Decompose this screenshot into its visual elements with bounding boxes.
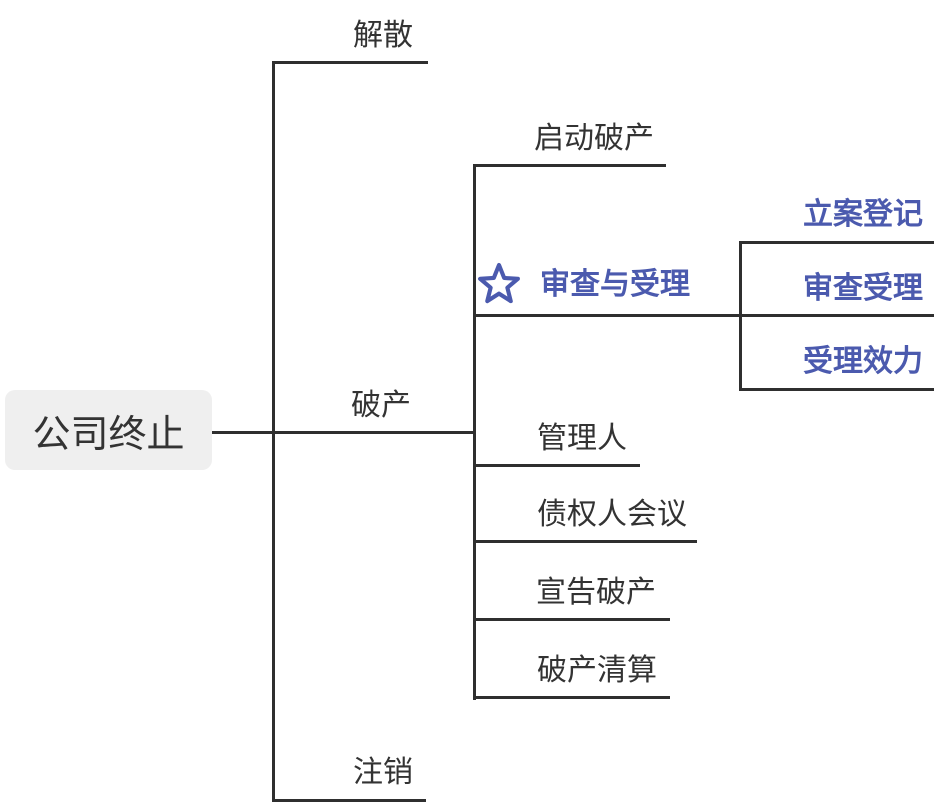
- node-company-termination[interactable]: 公司终止: [5, 390, 212, 470]
- underline-review-and-acceptance: [473, 314, 934, 317]
- node-cancellation[interactable]: 注销: [353, 756, 413, 789]
- underline-acceptance-effect: [739, 388, 934, 391]
- node-declare-bankruptcy[interactable]: 宣告破产: [536, 576, 656, 609]
- node-review-and-acceptance[interactable]: 审查与受理: [476, 262, 690, 308]
- underline-bankruptcy: [272, 431, 476, 434]
- node-dissolution[interactable]: 解散: [353, 19, 413, 52]
- underline-declare-bankruptcy: [473, 618, 670, 621]
- node-administrator[interactable]: 管理人: [537, 422, 627, 455]
- underline-dissolution: [272, 61, 428, 64]
- underline-administrator: [473, 464, 640, 467]
- underline-bankruptcy-liquidation: [473, 696, 670, 699]
- underline-cancellation: [272, 799, 426, 802]
- node-review-acceptance[interactable]: 审查受理: [803, 272, 923, 305]
- connector-review-children-vertical: [739, 241, 742, 391]
- node-creditors-meeting[interactable]: 债权人会议: [537, 498, 687, 531]
- connector-bankruptcy-children-vertical: [473, 164, 476, 700]
- node-bankruptcy[interactable]: 破产: [351, 389, 411, 422]
- node-acceptance-effect[interactable]: 受理效力: [803, 345, 923, 378]
- node-case-filing[interactable]: 立案登记: [803, 198, 923, 231]
- node-review-and-acceptance-label: 审查与受理: [540, 268, 690, 302]
- underline-case-filing: [739, 241, 934, 244]
- underline-creditors-meeting: [473, 540, 697, 543]
- star-icon: [476, 262, 522, 308]
- underline-initiate-bankruptcy: [473, 164, 666, 167]
- node-bankruptcy-liquidation[interactable]: 破产清算: [537, 654, 657, 687]
- node-initiate-bankruptcy[interactable]: 启动破产: [534, 122, 654, 155]
- connector-root-to-trunk: [212, 431, 275, 434]
